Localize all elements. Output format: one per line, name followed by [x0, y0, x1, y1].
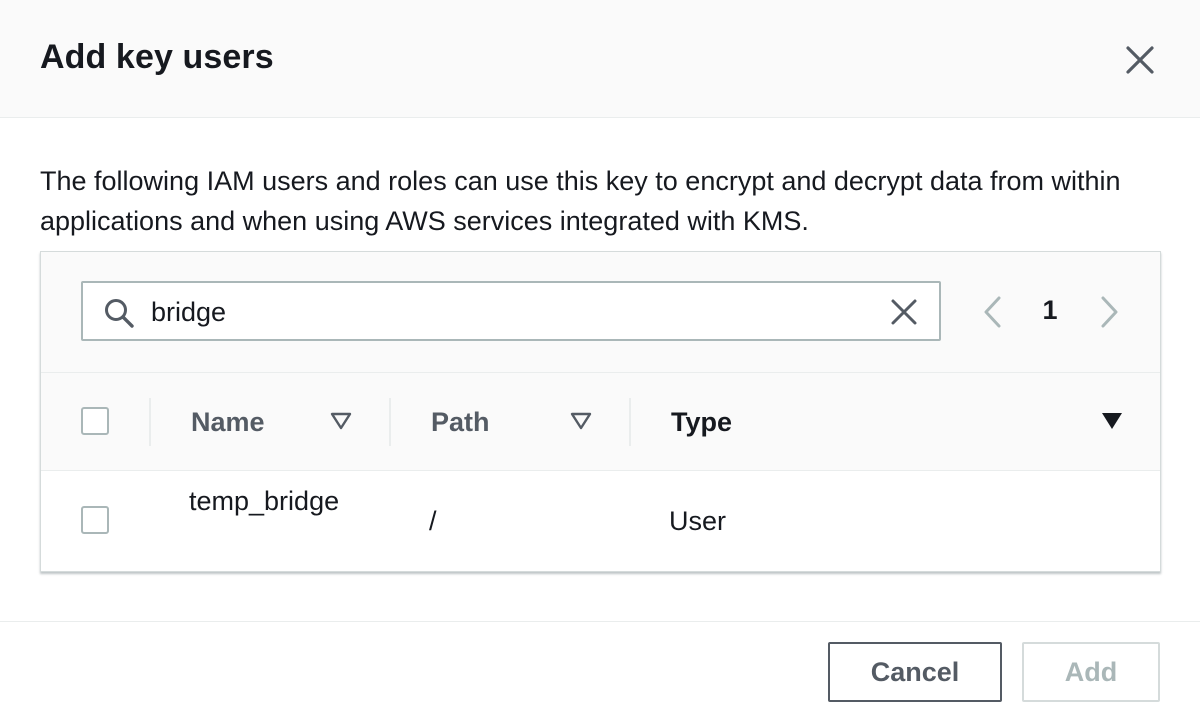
table-toolbar: bridge 1	[41, 252, 1160, 373]
cell-name: temp_bridge	[189, 486, 340, 516]
column-header-path[interactable]: Path	[431, 407, 490, 437]
add-button[interactable]: Add	[1022, 642, 1160, 702]
cell-type: User	[669, 506, 727, 536]
cancel-button[interactable]: Cancel	[828, 642, 1002, 702]
modal-header: Add key users	[0, 0, 1200, 118]
column-header-name[interactable]: Name	[191, 407, 265, 437]
column-header-type[interactable]: Type	[671, 407, 733, 437]
cell-path: /	[429, 506, 437, 536]
modal-description: The following IAM users and roles can us…	[40, 166, 1121, 236]
search-icon	[105, 299, 134, 328]
select-all-checkbox[interactable]	[81, 407, 109, 435]
close-icon	[1126, 46, 1154, 74]
chevron-right-icon	[1101, 296, 1118, 328]
search-input[interactable]: bridge	[81, 281, 941, 341]
clear-search-button[interactable]	[887, 295, 921, 329]
table-header: Name Path Type	[41, 373, 1160, 471]
chevron-left-icon	[984, 296, 1001, 328]
sort-icon[interactable]	[330, 411, 352, 431]
table-row[interactable]: temp_bridge / User	[41, 471, 1160, 571]
search-value[interactable]: bridge	[151, 297, 227, 327]
current-page-number[interactable]: 1	[1042, 295, 1058, 325]
close-button[interactable]	[1118, 38, 1162, 82]
next-page-button[interactable]	[1095, 292, 1125, 332]
column-divider	[389, 398, 391, 446]
sort-icon[interactable]	[570, 411, 592, 431]
users-table: bridge 1 Name	[40, 251, 1161, 572]
row-checkbox[interactable]	[81, 506, 109, 534]
modal-footer: Cancel Add	[0, 621, 1200, 716]
column-divider	[149, 398, 151, 446]
column-divider	[629, 398, 631, 446]
sort-descending-icon[interactable]	[1101, 411, 1123, 431]
modal-title: Add key users	[40, 38, 274, 76]
previous-page-button[interactable]	[977, 292, 1007, 332]
close-icon	[891, 299, 917, 325]
